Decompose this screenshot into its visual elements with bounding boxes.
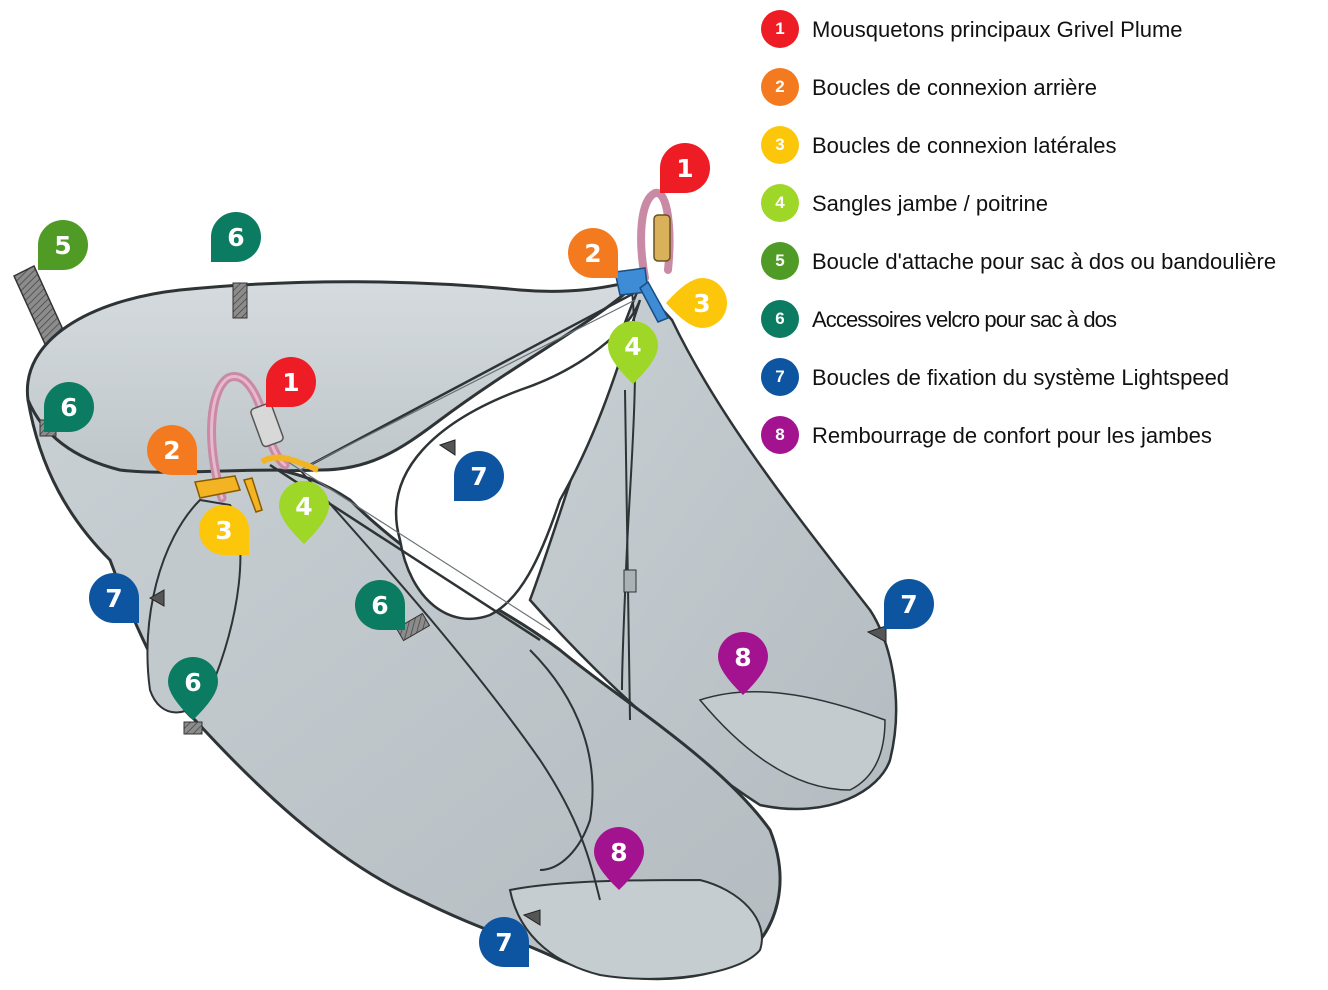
callout-number: 8 (734, 643, 751, 672)
callout-pin (608, 321, 658, 384)
callout-marker-7: 7 (454, 451, 504, 501)
callout-number: 4 (624, 332, 641, 361)
legend-label: Boucles de connexion latérales (812, 133, 1117, 158)
legend-item: 3 Boucles de connexion latérales (761, 126, 1328, 164)
callout-pin (89, 573, 139, 623)
callout-pin (147, 425, 197, 475)
legend-label: Accessoires velcro pour sac à dos (812, 307, 1117, 332)
callout-marker-1: 1 (660, 143, 710, 193)
callout-marker-6: 6 (168, 657, 218, 720)
callout-number: 1 (676, 154, 693, 183)
callout-number: 8 (610, 838, 627, 867)
callout-pin (454, 451, 504, 501)
callout-pin (199, 505, 249, 555)
callout-number: 6 (184, 668, 201, 697)
callout-marker-8: 8 (594, 827, 644, 890)
callout-pin (38, 220, 88, 270)
legend-number-badge: 5 (761, 242, 799, 280)
callout-pin (479, 917, 529, 967)
legend-number-badge: 2 (761, 68, 799, 106)
legend-label: Mousquetons principaux Grivel Plume (812, 17, 1183, 42)
legend-item: 2 Boucles de connexion arrière (761, 68, 1328, 106)
callout-marker-2: 2 (147, 425, 197, 475)
callout-marker-8: 8 (718, 632, 768, 695)
legend-label: Rembourrage de confort pour les jambes (812, 423, 1212, 448)
legend-item: 6 Accessoires velcro pour sac à dos (761, 300, 1328, 338)
callout-marker-7: 7 (479, 917, 529, 967)
callout-pin (168, 657, 218, 720)
callout-marker-7: 7 (89, 573, 139, 623)
legend-number-badge: 6 (761, 300, 799, 338)
legend-label: Boucles de connexion arrière (812, 75, 1097, 100)
callout-pin (718, 632, 768, 695)
legend-number-badge: 3 (761, 126, 799, 164)
callout-pin (660, 143, 710, 193)
callout-number: 2 (163, 436, 180, 465)
left-carabiner (194, 372, 320, 513)
legend-number-badge: 8 (761, 416, 799, 454)
callout-marker-3: 3 (666, 278, 727, 328)
callout-number: 7 (900, 590, 917, 619)
callout-number: 6 (227, 223, 244, 252)
callout-marker-4: 4 (279, 481, 329, 544)
legend-label: Boucle d'attache pour sac à dos ou bando… (812, 249, 1277, 274)
callout-pin (666, 278, 727, 328)
callout-marker-3: 3 (199, 505, 249, 555)
callout-number: 3 (693, 289, 710, 318)
callout-number: 7 (105, 584, 122, 613)
callout-number: 5 (54, 231, 71, 260)
callout-pin (44, 382, 94, 432)
legend-item: 8 Rembourrage de confort pour les jambes (761, 416, 1328, 454)
callout-marker-7: 7 (884, 579, 934, 629)
right-carabiner (614, 189, 674, 323)
callout-pin (279, 481, 329, 544)
legend-number-badge: 4 (761, 184, 799, 222)
callout-number: 4 (295, 492, 312, 521)
legend-label: Boucles de fixation du système Lightspee… (812, 365, 1230, 390)
harness-illustration (13, 189, 898, 981)
legend-label: Sangles jambe / poitrine (812, 191, 1049, 216)
legend-item: 4 Sangles jambe / poitrine (761, 184, 1328, 222)
callout-pin (211, 212, 261, 262)
callout-marker-6: 6 (44, 382, 94, 432)
legend-number-badge: 7 (761, 358, 799, 396)
callout-pin (355, 580, 405, 630)
legend-item: 1 Mousquetons principaux Grivel Plume (761, 10, 1328, 48)
legend-item: 5 Boucle d'attache pour sac à dos ou band… (761, 242, 1328, 280)
callout-pin (568, 228, 618, 278)
callout-pin (594, 827, 644, 890)
callout-marker-6: 6 (355, 580, 405, 630)
callout-number: 1 (282, 368, 299, 397)
callout-pin (884, 579, 934, 629)
legend-item: 7 Boucles de fixation du système Lightspe… (761, 358, 1328, 396)
callout-marker-1: 1 (266, 357, 316, 407)
callout-marker-6: 6 (211, 212, 261, 262)
callout-number: 6 (60, 393, 77, 422)
callout-number: 7 (470, 462, 487, 491)
callout-number: 3 (215, 516, 232, 545)
callout-markers: 1 1 2 2 3 3 4 4 5 6 6 6 6 7 7 7 7 8 8 (38, 143, 934, 967)
callout-number: 7 (495, 928, 512, 957)
callout-pin (266, 357, 316, 407)
callout-marker-2: 2 (568, 228, 618, 278)
callout-marker-4: 4 (608, 321, 658, 384)
callout-marker-5: 5 (38, 220, 88, 270)
callout-number: 2 (584, 239, 601, 268)
callout-number: 6 (371, 591, 388, 620)
legend-number-badge: 1 (761, 10, 799, 48)
